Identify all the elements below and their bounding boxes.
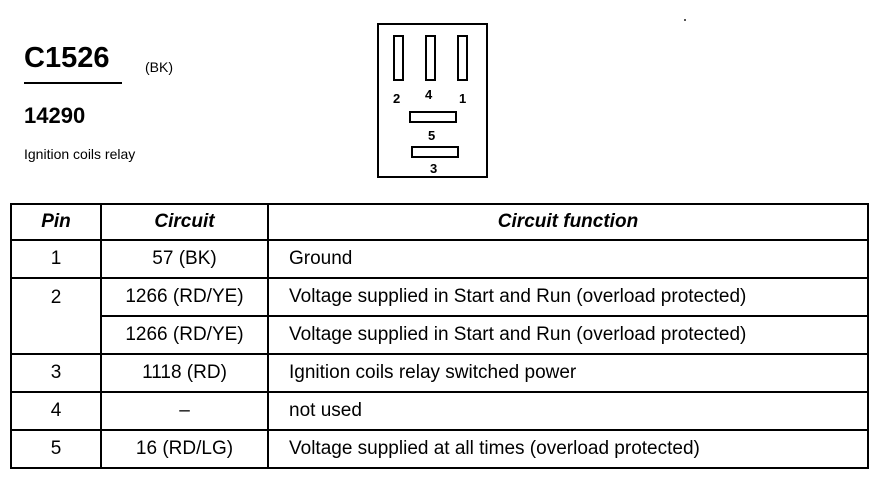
cell-function: Voltage supplied in Start and Run (overl… (267, 277, 869, 317)
table-row: 4 – not used (10, 391, 869, 431)
pin-label-2: 2 (393, 91, 401, 106)
terminal-slot-5 (409, 111, 457, 123)
table-row: 2 1266 (RD/YE) Voltage supplied in Start… (10, 277, 869, 317)
table-row: 3 1118 (RD) Ignition coils relay switche… (10, 353, 869, 393)
cell-function: Voltage supplied at all times (overload … (267, 429, 869, 469)
cell-pin: 5 (10, 429, 102, 469)
cell-pin: 3 (10, 353, 102, 393)
cell-circuit: – (100, 391, 269, 431)
cell-function: Ignition coils relay switched power (267, 353, 869, 393)
connector-face-diagram: 2 4 1 5 3 (377, 23, 488, 178)
scan-speck (684, 19, 686, 21)
header-circuit: Circuit (100, 203, 269, 241)
cell-circuit: 57 (BK) (100, 239, 269, 279)
connector-description: Ignition coils relay (24, 146, 136, 162)
cell-circuit: 1266 (RD/YE) (100, 315, 269, 355)
cell-circuit: 16 (RD/LG) (100, 429, 269, 469)
terminal-slot-4 (425, 35, 436, 81)
pinout-table: Pin Circuit Circuit function 1 57 (BK) G… (10, 203, 869, 469)
table-row: 1 57 (BK) Ground (10, 239, 869, 279)
cell-pin: 1 (10, 239, 102, 279)
cell-pin (10, 316, 102, 355)
pin-label-1: 1 (459, 91, 467, 106)
pin-label-3: 3 (430, 161, 438, 176)
part-number: 14290 (24, 103, 86, 128)
cell-circuit: 1266 (RD/YE) (100, 277, 269, 317)
header-pin: Pin (10, 203, 102, 241)
cell-pin: 2 (10, 277, 102, 316)
terminal-slot-2 (393, 35, 404, 81)
connector-color: (BK) (145, 59, 173, 75)
cell-function: not used (267, 391, 869, 431)
cell-function: Ground (267, 239, 869, 279)
title-underline (24, 82, 122, 84)
terminal-slot-3 (411, 146, 459, 158)
pin-label-4: 4 (425, 87, 433, 102)
table-row: 5 16 (RD/LG) Voltage supplied at all tim… (10, 429, 869, 469)
cell-function: Voltage supplied in Start and Run (overl… (267, 315, 869, 355)
table-row: 1266 (RD/YE) Voltage supplied in Start a… (10, 315, 869, 355)
header-circuit-function: Circuit function (267, 203, 869, 241)
cell-circuit: 1118 (RD) (100, 353, 269, 393)
connector-id: C1526 (24, 42, 110, 74)
table-header-row: Pin Circuit Circuit function (10, 203, 869, 241)
cell-pin: 4 (10, 391, 102, 431)
terminal-slot-1 (457, 35, 468, 81)
pin-label-5: 5 (428, 128, 436, 143)
